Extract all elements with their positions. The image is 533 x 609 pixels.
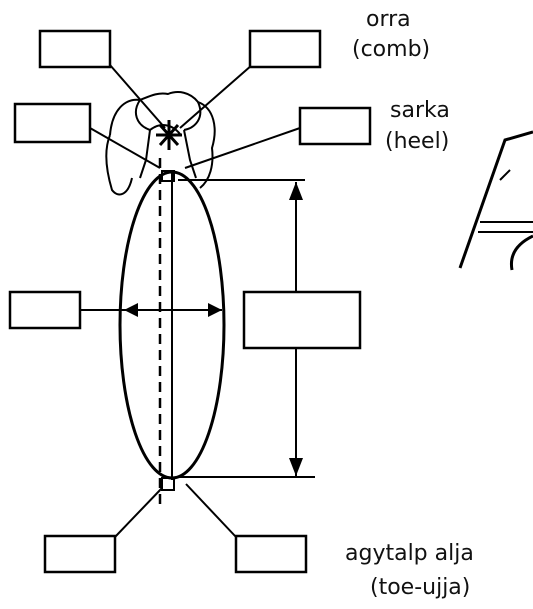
blank-box-mid-right[interactable] [298, 106, 372, 146]
cropped-adjacent-figure [458, 130, 533, 271]
label-orra: orra [366, 7, 411, 32]
label-comb: (comb) [352, 37, 430, 62]
blank-box-bottom-right[interactable] [234, 534, 308, 574]
label-toe: (toe-ujja) [370, 575, 470, 600]
heel-marker [161, 170, 175, 182]
blank-box-bottom-left[interactable] [43, 534, 117, 574]
label-agytalp: agytalp alja [345, 541, 474, 566]
blank-box-length-right[interactable] [242, 290, 362, 350]
label-sarka: sarka [390, 98, 450, 123]
leader-lines [80, 64, 301, 538]
blank-box-mid-left[interactable] [13, 102, 92, 144]
width-arrow [124, 303, 222, 317]
toe-marker [161, 477, 175, 491]
blank-box-width-left[interactable] [8, 290, 82, 330]
label-heel: (heel) [385, 129, 449, 154]
blank-box-top-right[interactable] [248, 29, 322, 69]
blank-box-top-left[interactable] [38, 29, 112, 69]
